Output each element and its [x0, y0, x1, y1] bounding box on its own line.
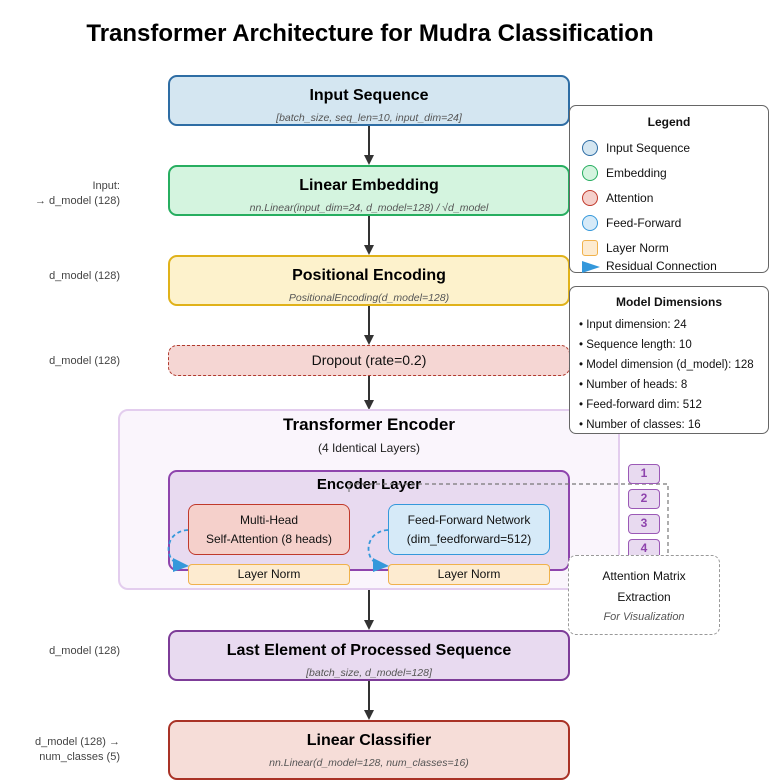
side-label-embedding: Input: → d_model (128) — [35, 179, 120, 209]
input-sequence-subtitle: [batch_size, seq_len=10, input_dim=24] — [276, 112, 462, 124]
side-label-classifier-line1: d_model (128) → — [35, 736, 120, 748]
legend-item-label: Embedding — [606, 166, 667, 180]
model-dimension-item: • Model dimension (d_model): 128 — [579, 359, 754, 371]
input-sequence-node: Input Sequence [batch_size, seq_len=10, … — [168, 75, 570, 126]
legend-title: Legend — [647, 115, 691, 129]
legend-item-label: Input Sequence — [606, 141, 691, 155]
encoder-layer-number-1: 1 — [628, 464, 660, 484]
legend-circle-icon — [582, 190, 598, 206]
legend-item: Attention — [582, 188, 653, 208]
multi-head-attention-node: Multi-Head Self-Attention (8 heads) — [188, 504, 350, 555]
positional-encoding-subtitle: PositionalEncoding(d_model=128) — [288, 292, 450, 304]
layer-norm-attention: Layer Norm — [188, 564, 350, 585]
legend-item: Residual Connection — [582, 259, 717, 283]
transformer-encoder-title: Transformer Encoder — [283, 415, 455, 434]
extraction-note: For Visualization — [603, 611, 685, 623]
residual-arrow-ffn — [367, 529, 389, 566]
ffn-line1: Feed-Forward Network — [407, 513, 531, 527]
side-label-dropout: d_model (128) — [49, 355, 120, 367]
legend-item: Embedding — [582, 163, 667, 183]
last-element-title: Last Element of Processed Sequence — [226, 642, 512, 659]
legend-item-label: Residual Connection — [606, 258, 717, 273]
legend-circle-icon — [582, 165, 598, 181]
linear-embedding-subtitle: nn.Linear(input_dim=24, d_model=128) / √… — [249, 202, 489, 214]
side-label-embedding-line2: → d_model (128) — [35, 195, 120, 207]
extraction-line2: Extraction — [617, 590, 671, 604]
legend-circle-icon — [582, 140, 598, 156]
positional-encoding-title: Positional Encoding — [292, 267, 446, 284]
legend-item: Layer Norm — [582, 238, 669, 258]
linear-embedding-title: Linear Embedding — [299, 177, 439, 194]
positional-encoding-node: Positional Encoding PositionalEncoding(d… — [168, 255, 570, 306]
feed-forward-node: Feed-Forward Network (dim_feedforward=51… — [388, 504, 550, 555]
residual-arrow-attention — [167, 529, 189, 566]
attention-line2: Self-Attention (8 heads) — [205, 532, 333, 546]
linear-embedding-node: Linear Embedding nn.Linear(input_dim=24,… — [168, 165, 570, 216]
legend-item-label: Layer Norm — [606, 241, 669, 255]
linear-classifier-node: Linear Classifier nn.Linear(d_model=128,… — [168, 720, 570, 780]
legend-arrow-icon — [582, 261, 600, 273]
linear-classifier-title: Linear Classifier — [306, 732, 432, 749]
attention-line1: Multi-Head — [239, 513, 299, 527]
side-label-classifier: d_model (128) → num_classes (5) — [35, 735, 120, 765]
encoder-layer-number-2: 2 — [628, 489, 660, 509]
model-dimension-item: • Number of classes: 16 — [579, 419, 701, 431]
legend-square-icon — [582, 240, 598, 256]
model-dimensions-panel: Model Dimensions • Input dimension: 24 • … — [569, 286, 769, 434]
input-sequence-title: Input Sequence — [309, 87, 429, 104]
extraction-line1: Attention Matrix — [602, 569, 686, 583]
legend-circle-icon — [582, 215, 598, 231]
attention-extraction-node: Attention Matrix Extraction For Visualiz… — [568, 555, 720, 635]
side-label-classifier-line2: num_classes (5) — [39, 751, 120, 763]
layer-norm-ffn: Layer Norm — [388, 564, 550, 585]
linear-classifier-subtitle: nn.Linear(d_model=128, num_classes=16) — [269, 757, 469, 769]
legend-item-label: Attention — [606, 191, 654, 205]
model-dimension-item: • Feed-forward dim: 512 — [579, 399, 702, 411]
encoder-layer-number-3: 3 — [628, 514, 660, 534]
transformer-encoder-subtitle: (4 Identical Layers) — [317, 441, 421, 455]
legend-item: Feed-Forward — [582, 213, 681, 233]
diagram-title: Transformer Architecture for Mudra Class… — [86, 20, 654, 47]
dropout-node: Dropout (rate=0.2) — [168, 345, 570, 376]
last-element-node: Last Element of Processed Sequence [batc… — [168, 630, 570, 681]
model-dimension-item: • Sequence length: 10 — [579, 339, 692, 351]
legend-item: Input Sequence — [582, 138, 690, 158]
model-dimensions-title: Model Dimensions — [615, 295, 722, 309]
side-label-last-element: d_model (128) — [49, 645, 120, 657]
model-dimension-item: • Number of heads: 8 — [579, 379, 688, 391]
legend-item-label: Feed-Forward — [606, 216, 682, 230]
ffn-line2: (dim_feedforward=512) — [406, 532, 532, 546]
model-dimension-item: • Input dimension: 24 — [579, 319, 687, 331]
side-label-positional: d_model (128) — [49, 270, 120, 282]
last-element-subtitle: [batch_size, d_model=128] — [306, 667, 432, 679]
side-label-embedding-line1: Input: — [92, 180, 120, 192]
